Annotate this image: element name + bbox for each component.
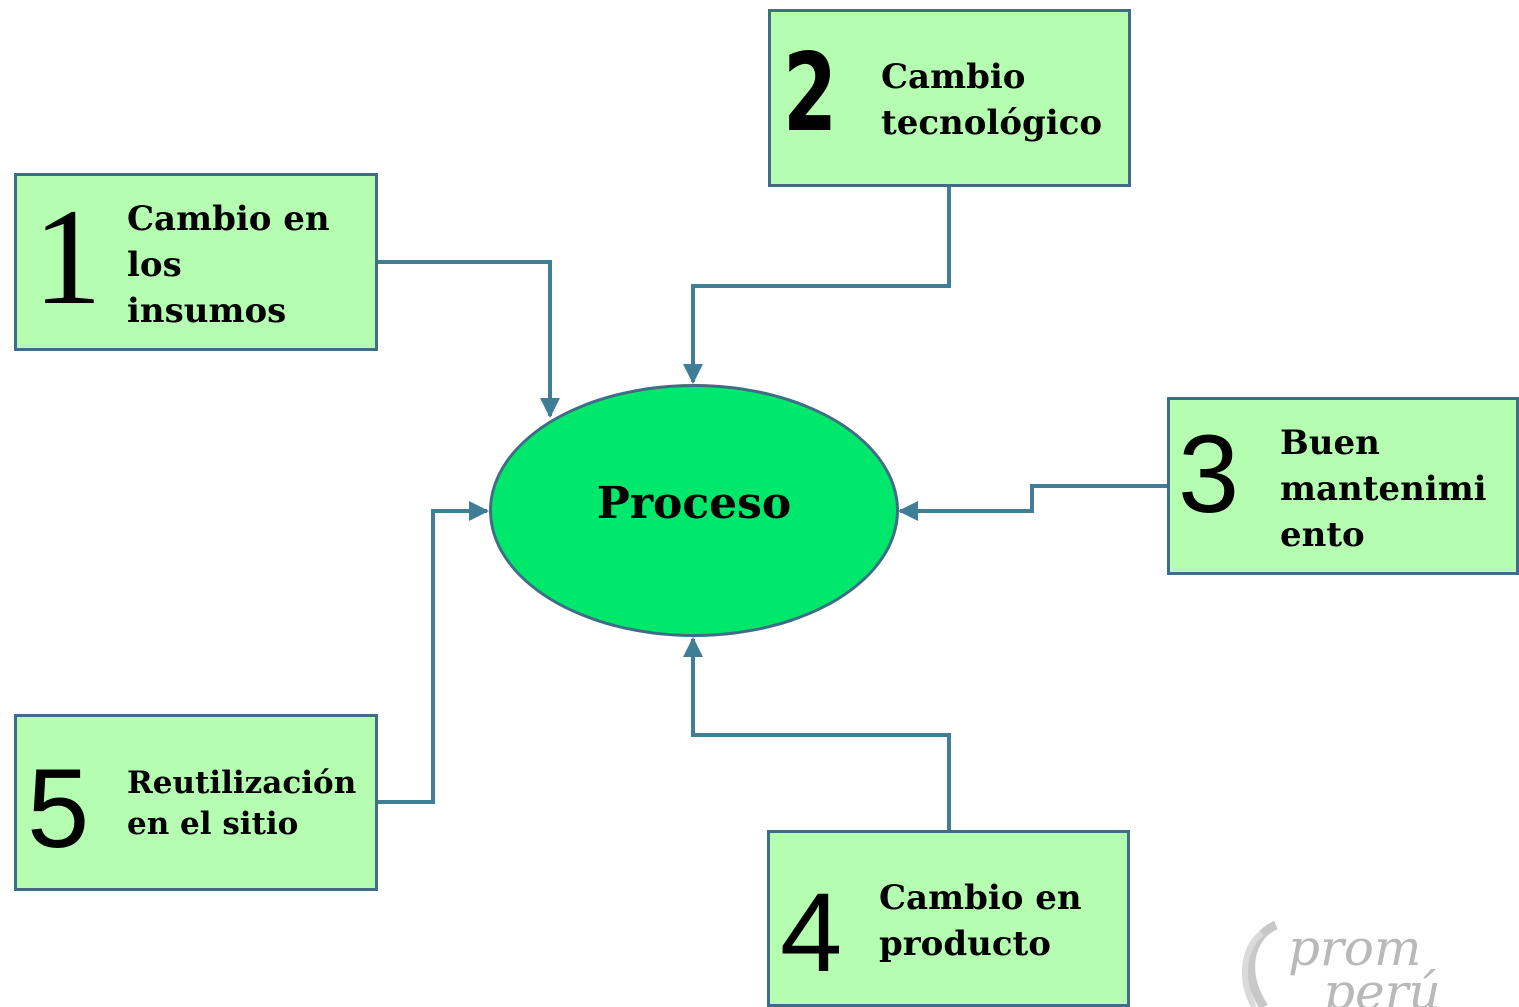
connector-2	[683, 187, 951, 384]
box-2-number: 2	[783, 31, 838, 156]
watermark-line2: perú	[1323, 963, 1441, 1007]
box-1-inputs: 1 Cambio en los insumos	[14, 173, 378, 351]
watermark-line1: prom	[1288, 919, 1422, 977]
box-1-label: Cambio en los insumos	[127, 199, 330, 331]
process-ellipse	[489, 384, 899, 637]
box-4-label: Cambio en producto	[879, 878, 1082, 964]
box-4-product: 4 Cambio en producto	[767, 830, 1130, 1007]
connector-1	[378, 260, 560, 418]
watermark-swoosh-icon	[1242, 920, 1279, 1007]
connector-4	[683, 637, 951, 830]
box-3-number: 3	[1178, 413, 1240, 536]
connector-3	[898, 484, 1167, 521]
connector-5	[378, 501, 489, 804]
promperu-watermark: prom perú	[1228, 915, 1519, 1007]
box-5-label: Reutilización en el sitio	[127, 765, 357, 842]
box-2-label: Cambio tecnológico	[881, 57, 1103, 143]
box-1-number: 1	[33, 180, 102, 333]
process-label: Proceso	[596, 478, 792, 529]
box-5-number: 5	[27, 746, 90, 871]
box-2-technology: 2 Cambio tecnológico	[768, 9, 1131, 187]
box-5-reuse: 5 Reutilización en el sitio	[14, 714, 378, 891]
box-3-label: Buen mantenimi ento	[1280, 423, 1487, 555]
box-4-number: 4	[780, 870, 843, 995]
box-3-maintenance: 3 Buen mantenimi ento	[1167, 397, 1519, 575]
